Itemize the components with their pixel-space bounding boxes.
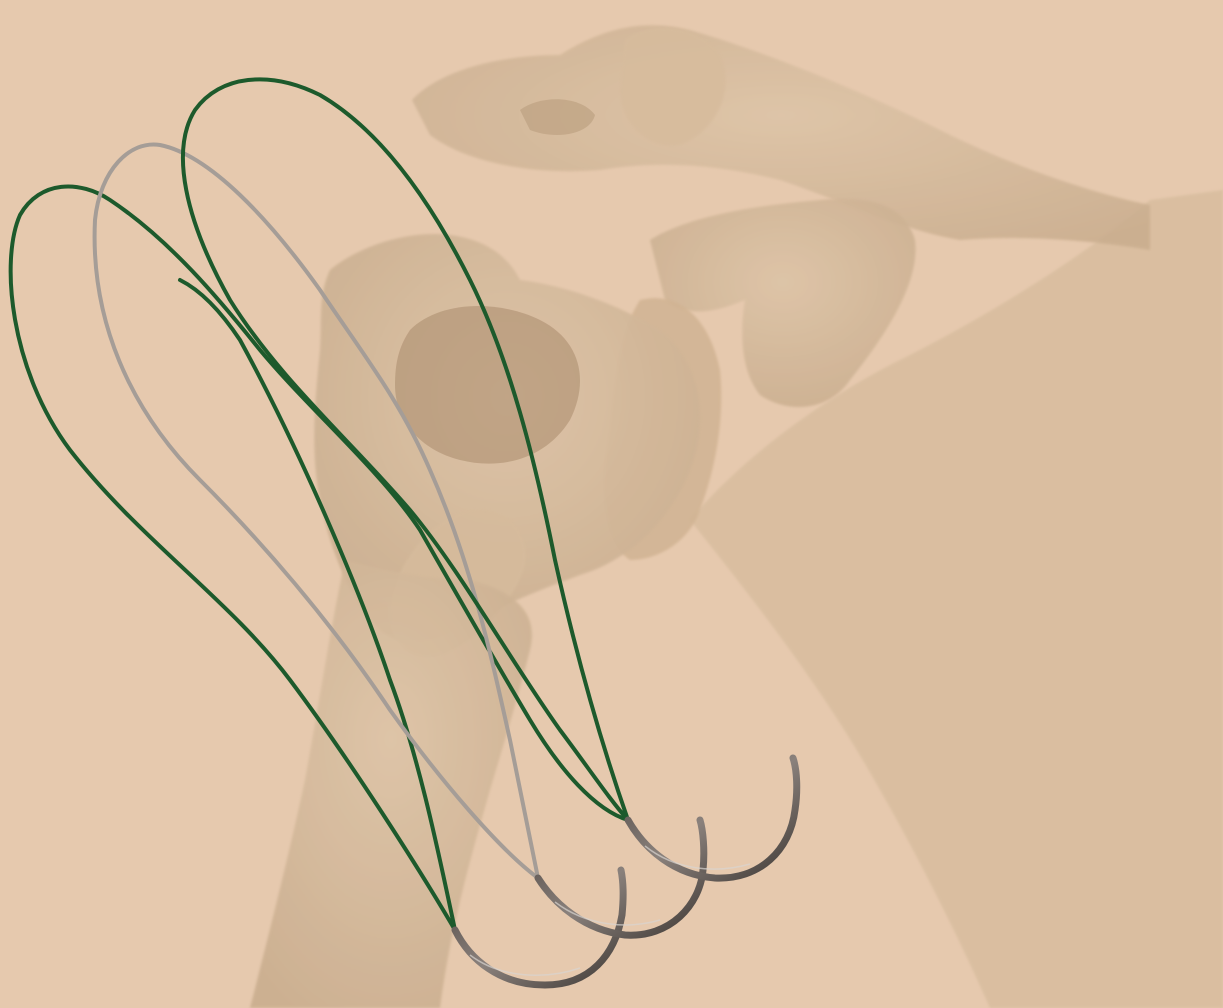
fracture-fragment (395, 306, 580, 464)
